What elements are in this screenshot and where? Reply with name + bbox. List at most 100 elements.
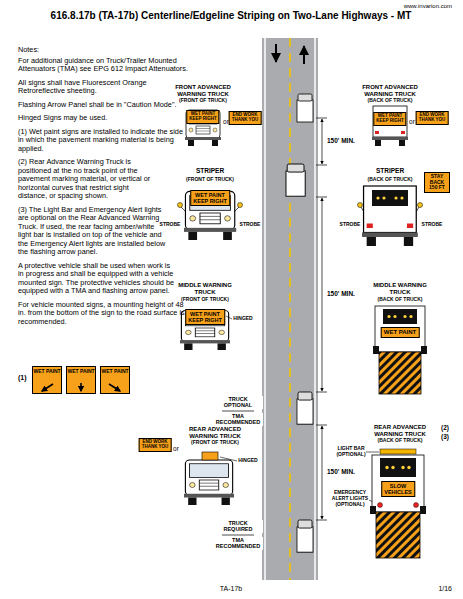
rear-truck-back <box>391 466 394 469</box>
middle-truck-back <box>393 315 396 318</box>
truck-front-view <box>180 110 236 505</box>
callout-label: (FRONT OF TRUCK) <box>179 98 227 104</box>
hinged-sign <box>202 452 218 460</box>
callout-label: HINGED <box>238 458 257 464</box>
callout-label: STRIPER <box>196 167 224 174</box>
sign-panel: WET PAINT <box>32 366 62 394</box>
rear-truck-back <box>370 506 376 514</box>
rear-truck-back <box>380 449 416 454</box>
sign-text: THANK YOU <box>232 118 259 123</box>
sign-arrow <box>109 384 120 391</box>
sign-panel: STAY BACK 150 FT <box>424 172 450 193</box>
leader-line <box>366 452 379 453</box>
vehicle-requirement: TMA RECOMMENDED <box>213 537 263 550</box>
sign-text: WET PAINT <box>33 369 61 375</box>
sign-text: KEEP RIGHT <box>193 198 227 204</box>
sign-panel: WET PAINT <box>66 366 96 394</box>
dimension-line <box>316 197 327 198</box>
sign-panel: END WORKTHANK YOU <box>139 438 172 452</box>
callout-label: LIGHT BAR (OPTIONAL) <box>336 446 366 458</box>
middle-truck-back <box>373 346 379 354</box>
sign-text: THANK YOU <box>142 445 169 450</box>
callout-label: (BACK OF TRUCK) <box>378 297 423 303</box>
callout-label: (FRONT OF TRUCK) <box>181 297 229 303</box>
sign-text: THANK YOU <box>419 118 446 123</box>
callout-label: or <box>173 445 179 452</box>
flashing-arrow-panel <box>382 196 385 199</box>
sign-text: KEEP RIGHT <box>189 117 216 122</box>
dimension-line <box>316 165 327 166</box>
page-footer: TA-17b <box>220 585 242 593</box>
callout-number: (3) <box>441 433 449 440</box>
callout-label: (BACK OF TRUCK) <box>368 177 413 183</box>
sign-text: VEHICLES <box>384 489 412 495</box>
traffic-direction-arrow <box>276 44 304 64</box>
note-text: For vehicle mounted signs, a mounting he… <box>18 301 186 327</box>
strobe-light <box>238 203 243 208</box>
sign-panel: SLOWVEHICLES <box>381 481 415 497</box>
dimension-label: 150' MIN. <box>326 290 356 297</box>
leader-line <box>220 457 237 461</box>
dimension-line <box>316 520 327 521</box>
dimension-line <box>316 118 327 520</box>
callout-label: STROBE <box>340 222 361 228</box>
rear-truck-back <box>370 449 426 558</box>
flashing-arrow-panel <box>400 196 403 199</box>
separator-line <box>222 535 254 536</box>
flashing-arrow-panel <box>372 190 408 206</box>
callout-label: MIDDLE WARNING TRUCK <box>368 282 432 296</box>
dimension-line <box>316 392 327 393</box>
strobe-light <box>178 203 183 208</box>
vehicle-requirement: TRUCK REQUIRED <box>213 520 263 533</box>
roadway <box>262 38 318 580</box>
middle-truck-back <box>403 315 406 318</box>
sign-text: SLOW <box>384 483 412 489</box>
callout-label: STROBE <box>160 222 181 228</box>
sign-panel: END WORKTHANK YOU <box>229 111 262 125</box>
sign-text: STAY BACK 150 FT <box>427 174 447 191</box>
sign-panel: WET PAINTKEEP RIGHT <box>373 112 406 126</box>
roadway <box>289 38 291 580</box>
callout-label: (FRONT OF TRUCK) <box>191 440 239 446</box>
note-text: (2) Rear Advance Warning Truck is positi… <box>18 158 156 201</box>
page-footer: 1/16 <box>438 585 452 593</box>
dimension-line <box>322 119 323 164</box>
sign-text: WET PAINT <box>67 369 95 375</box>
callout-label: STRIPER <box>376 167 404 174</box>
separator-line <box>222 411 254 412</box>
callout-label: REAR ADVANCED WARNING TRUCK <box>182 426 248 440</box>
sign-text: WET PAINT <box>384 329 417 336</box>
note-text: (3) The Light Bar and Emergency Alert li… <box>18 206 168 257</box>
sign-text: WET PAINT <box>193 192 227 198</box>
rear-truck-back <box>407 466 410 469</box>
rear-truck-back <box>385 466 388 469</box>
middle-truck-back <box>409 315 412 318</box>
sign-text: WET PAINT <box>101 369 129 375</box>
strobe-light <box>358 203 363 208</box>
middle-truck-back <box>421 346 427 354</box>
vehicle-requirement: TRUCK OPTIONAL <box>213 396 263 409</box>
callout-label: FRONT ADVANCED WARNING TRUCK <box>358 84 422 98</box>
traffic-direction-arrow <box>303 46 305 64</box>
strobe-light <box>418 203 423 208</box>
strobe-light <box>234 207 239 212</box>
notes-column: Notes:For additional guidance on Truck/T… <box>18 46 190 331</box>
sign-panel: WET PAINTKEEP RIGHT <box>185 309 225 325</box>
callout-number: (1) <box>18 374 27 382</box>
callout-label: FRONT ADVANCED WARNING TRUCK <box>171 84 235 98</box>
callout-label: STROBE <box>422 222 443 228</box>
truck-back-view <box>362 106 418 246</box>
sign-panel: WET PAINTKEEP RIGHT <box>186 110 219 124</box>
middle-truck-back <box>375 306 425 352</box>
callout-label: REAR ADVANCED WARNING TRUCK <box>366 424 434 438</box>
sign-arrow <box>42 383 120 391</box>
traffic-direction-arrow <box>275 44 277 62</box>
note-text: Flashing Arrow Panel shall be in "Cautio… <box>18 101 178 110</box>
website-url: www.invarion.com <box>404 3 452 10</box>
roadway <box>264 38 266 580</box>
rear-truck-back <box>372 455 424 512</box>
sign-text: WET PAINT <box>188 311 222 317</box>
road-vehicle <box>286 94 313 552</box>
dimension-label: 150' MIN. <box>326 137 356 144</box>
